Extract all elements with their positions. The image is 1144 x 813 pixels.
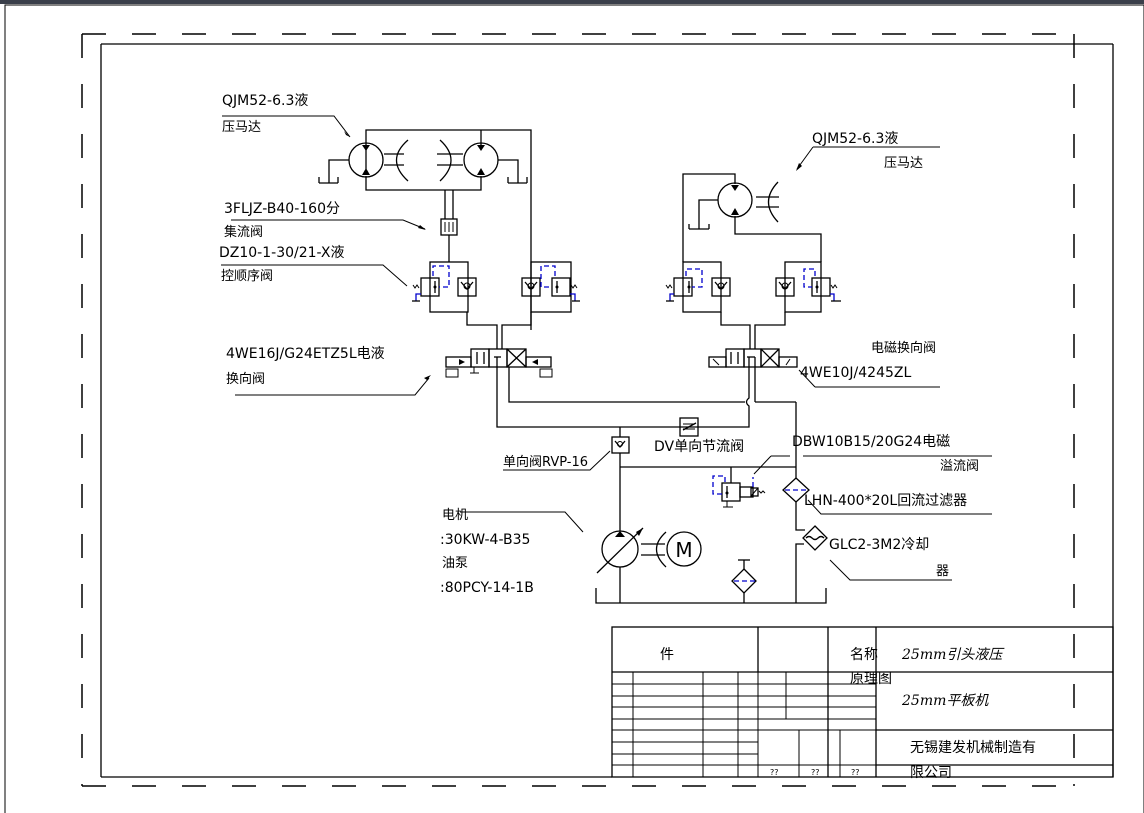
mark-3: ?? — [851, 768, 860, 777]
label-sequence-2: 控顺序阀 — [221, 269, 273, 284]
return-filter — [782, 477, 810, 531]
flow-divider-valve — [440, 218, 458, 262]
label-motor-left-1: QJM52-6.3液 — [222, 93, 308, 109]
label-check-valve: 单向阀RVP-16 — [503, 454, 588, 470]
left-sequence-valves — [412, 261, 580, 349]
label-motor-left-2: 压马达 — [222, 120, 261, 135]
label-throttle-valve: DV单向节流阀 — [654, 439, 744, 455]
right-sequence-valves — [665, 261, 841, 349]
label-cooler-2: 器 — [936, 564, 949, 579]
electromagnetic-relief-valve — [712, 467, 766, 508]
right-directional-valve — [610, 348, 798, 428]
label-pump-2: :80PCY-14-1B — [440, 580, 534, 596]
leader-lines — [221, 115, 992, 581]
title-block: 件 名称 原理图 25mm引头液压 25mm平板机 无锡建发机械制造有 限公司 … — [611, 626, 1114, 781]
label-pump-1: 油泵 — [442, 556, 468, 571]
name-label: 名称 — [850, 647, 878, 663]
label-relief-valve-2: 溢流阀 — [940, 459, 979, 474]
tank-and-suction-filter — [595, 559, 827, 604]
label-relief-valve-1: DBW10B15/20G24电磁 — [792, 434, 950, 450]
dashed-frame — [81, 33, 1075, 787]
label-sequence-1: DZ10-1-30/21-X液 — [219, 245, 345, 261]
check-valve-rvp — [611, 436, 630, 454]
label-motor-right-1: QJM52-6.3液 — [812, 131, 898, 147]
label-dir-valve-left-1: 4WE16J/G24ETZ5L电液 — [226, 346, 385, 362]
drawing-title-line2: 25mm平板机 — [901, 693, 989, 709]
oil-cooler — [795, 525, 828, 603]
mark-1: ?? — [770, 768, 779, 777]
mark-2: ?? — [811, 768, 820, 777]
component-labels: QJM52-6.3液 压马达 3FLJZ-B40-160分 集流阀 DZ10-1… — [219, 93, 979, 596]
right-motor — [682, 173, 822, 262]
left-motor-pair — [318, 129, 532, 330]
label-divider-2: 集流阀 — [224, 224, 263, 240]
throttle-valve-dv — [679, 417, 699, 437]
company-name-line2: 限公司 — [910, 765, 952, 781]
main-pressure-lines — [619, 401, 797, 531]
label-filter: LHN-400*20L回流过滤器 — [804, 493, 967, 509]
label-divider-1: 3FLJZ-B40-160分 — [224, 201, 340, 217]
label-dir-valve-left-2: 换向阀 — [226, 371, 265, 387]
left-directional-valve — [445, 348, 745, 428]
label-electric-motor-2: :30KW-4-B35 — [440, 532, 530, 548]
inner-frame — [100, 43, 1114, 778]
window-top-bar — [0, 0, 1144, 4]
part-header: 件 — [660, 647, 674, 663]
label-cooler-1: GLC2-3M2冷却 — [829, 537, 929, 553]
sheet-border — [4, 4, 1144, 813]
label-dir-valve-right-1: 电磁换向阀 — [871, 340, 936, 356]
motor-symbol-letter: M — [675, 538, 692, 562]
label-dir-valve-right-2: 4WE10J/4245ZL — [800, 365, 911, 381]
label-motor-right-2: 压马达 — [884, 156, 923, 171]
drawing-title-line1: 25mm引头液压 — [901, 647, 1005, 663]
pump-and-motor: M — [596, 527, 702, 603]
company-name-line1: 无锡建发机械制造有 — [910, 740, 1036, 756]
label-electric-motor-1: 电机 — [442, 508, 468, 523]
drawing-type-label: 原理图 — [850, 671, 892, 687]
